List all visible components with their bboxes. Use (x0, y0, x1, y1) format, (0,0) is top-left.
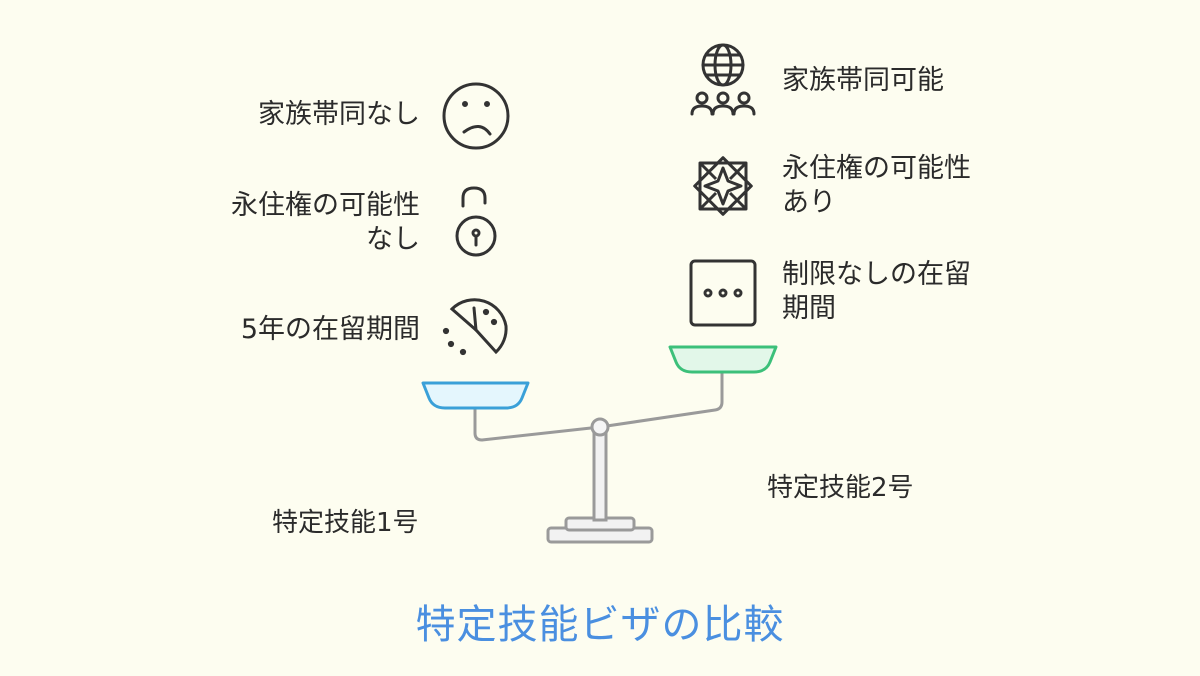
left-side-label: 特定技能1号 (272, 508, 419, 538)
diagram-title: 特定技能ビザの比較 (415, 602, 785, 648)
scale-base (546, 430, 654, 544)
ellipsis-box-icon (689, 259, 757, 327)
sad-face-icon (442, 82, 510, 150)
unlocked-padlock-icon (455, 186, 497, 257)
partial-clock-icon (442, 298, 508, 356)
right-item-permanent-residency: 永住権の可能性 あり (782, 153, 971, 218)
left-item-family: 家族帯同なし (258, 99, 420, 130)
left-pan (421, 381, 530, 410)
globe-people-icon (690, 43, 756, 116)
right-item-stay-period: 制限なしの在留 期間 (782, 259, 971, 324)
left-item-stay-period: 5年の在留期間 (240, 314, 420, 345)
right-side-label: 特定技能2号 (767, 473, 914, 503)
scale-pivot (590, 417, 610, 437)
left-item-permanent-residency: 永住権の可能性 なし (231, 190, 420, 255)
star-emblem-icon (693, 156, 753, 216)
right-pan (668, 345, 778, 374)
right-item-family: 家族帯同可能 (782, 65, 944, 96)
